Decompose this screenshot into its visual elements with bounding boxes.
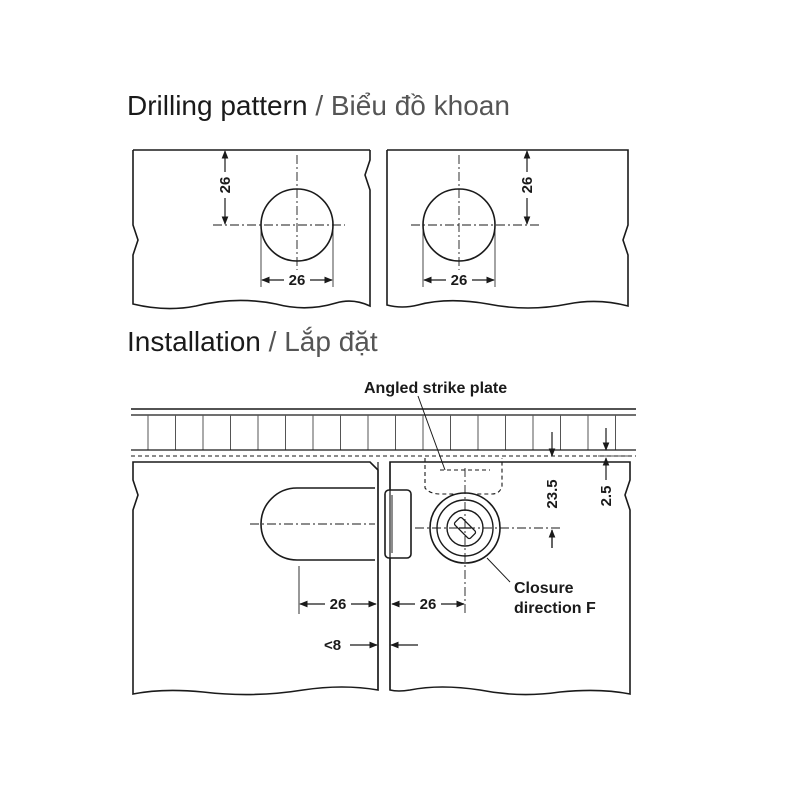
installation-diagram [131,395,636,696]
closure-label-line1: Closure [514,580,574,597]
installation-heading: Installation / Lắp đặt [127,326,378,358]
dim-label-width-right: 26 [451,272,468,289]
dim-label-left-distance: 26 [330,596,347,613]
strike-plate-leader [417,395,446,471]
dim-label-lock-offset: 23.5 [544,479,561,508]
right-glass-panel [386,149,629,309]
left-door-panel [132,461,379,696]
centerline-right [411,155,540,276]
closure-label-line2: direction F [514,600,596,617]
dim-label-gap: 2.5 [598,486,615,507]
gap-dimension [598,428,632,480]
dim-label-max-gap: <8 [324,637,341,654]
dim-label-height-left: 26 [217,177,234,194]
drilling-pattern-heading: Drilling pattern / Biểu đồ khoan [127,90,510,122]
ceiling-frame [131,408,636,457]
dim-label-height-right: 26 [519,177,536,194]
heading-separator: / [315,90,324,121]
lock-bolt-block [384,489,412,559]
heading-title: Drilling pattern [127,90,308,121]
dim-label-right-distance: 26 [420,596,437,613]
heading-subtitle: Lắp đặt [284,326,378,357]
angled-strike-plate [424,458,503,495]
right-door-panel [389,461,631,696]
strike-plate-label: Angled strike plate [364,380,507,397]
left-glass-panel [132,149,371,310]
dim-label-width-left: 26 [289,272,306,289]
heading-subtitle: Biểu đồ khoan [330,90,510,121]
heading-title: Installation [127,326,261,357]
centerline-left [213,155,345,276]
closure-leader [486,557,511,583]
drilling-pattern-diagram [132,149,629,310]
heading-separator: / [268,326,277,357]
